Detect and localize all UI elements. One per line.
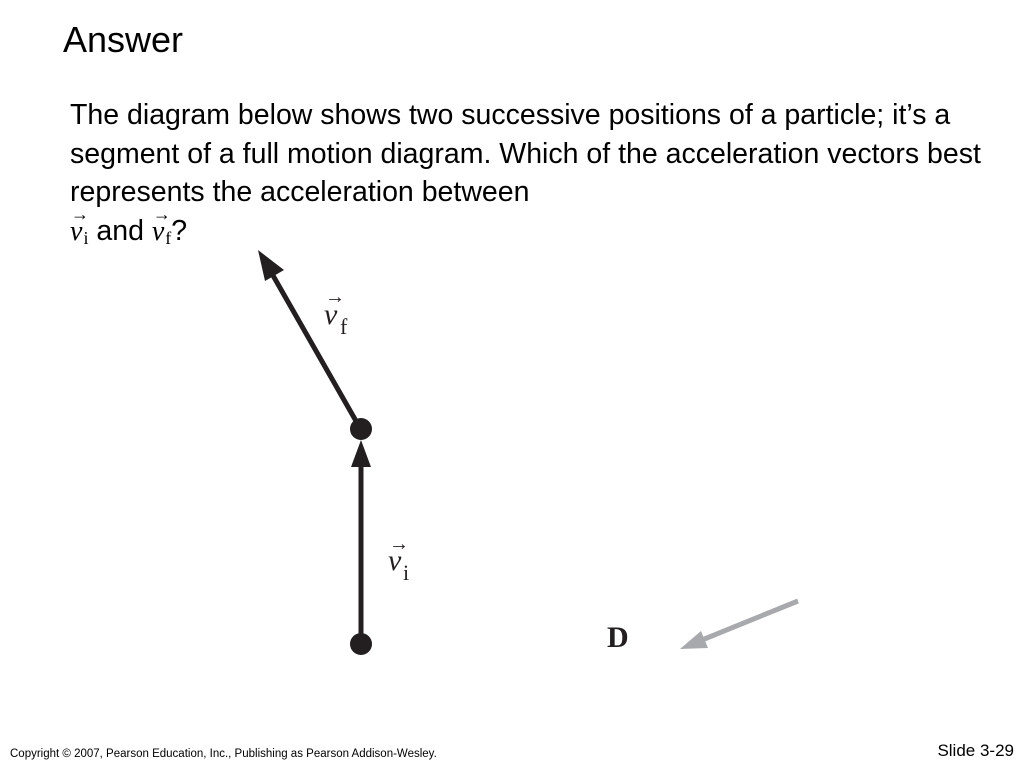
vi-label-subscript: i	[403, 560, 409, 585]
question-text: The diagram below shows two successive p…	[70, 96, 1000, 250]
vi-letter: v	[70, 215, 83, 247]
vf-symbol: →vf	[151, 205, 172, 248]
acceleration-arrowhead-icon	[680, 631, 708, 649]
vi-arrowhead-icon	[351, 440, 371, 467]
vector-arrow-icon: →	[71, 203, 89, 224]
slide-number: Slide 3-29	[937, 741, 1014, 760]
particle-position-dot	[350, 633, 372, 655]
vf-arrowhead-icon	[258, 250, 284, 281]
vi-label: v	[388, 544, 402, 577]
copyright-notice: Copyright © 2007, Pearson Education, Inc…	[10, 748, 437, 760]
vf-label-subscript: f	[340, 314, 348, 339]
vf-vector-line	[268, 270, 363, 430]
question-body: The diagram below shows two successive p…	[70, 99, 981, 208]
vf-label-arrow-icon: →	[325, 286, 345, 308]
particle-position-dot	[350, 418, 372, 440]
vector-arrow-icon: →	[152, 203, 171, 224]
vi-symbol: →vi	[70, 205, 89, 248]
slide-title: Answer	[63, 19, 184, 60]
question-mark: ?	[171, 214, 188, 247]
vi-label-arrow-icon: →	[389, 533, 409, 555]
acceleration-vector-line	[696, 598, 799, 645]
vf-letter: v	[151, 215, 165, 247]
vf-subscript: f	[165, 227, 172, 248]
question-and: and	[96, 214, 144, 247]
answer-label-d: D	[607, 621, 629, 654]
vi-subscript: i	[83, 227, 89, 248]
vf-label: v	[324, 298, 338, 331]
